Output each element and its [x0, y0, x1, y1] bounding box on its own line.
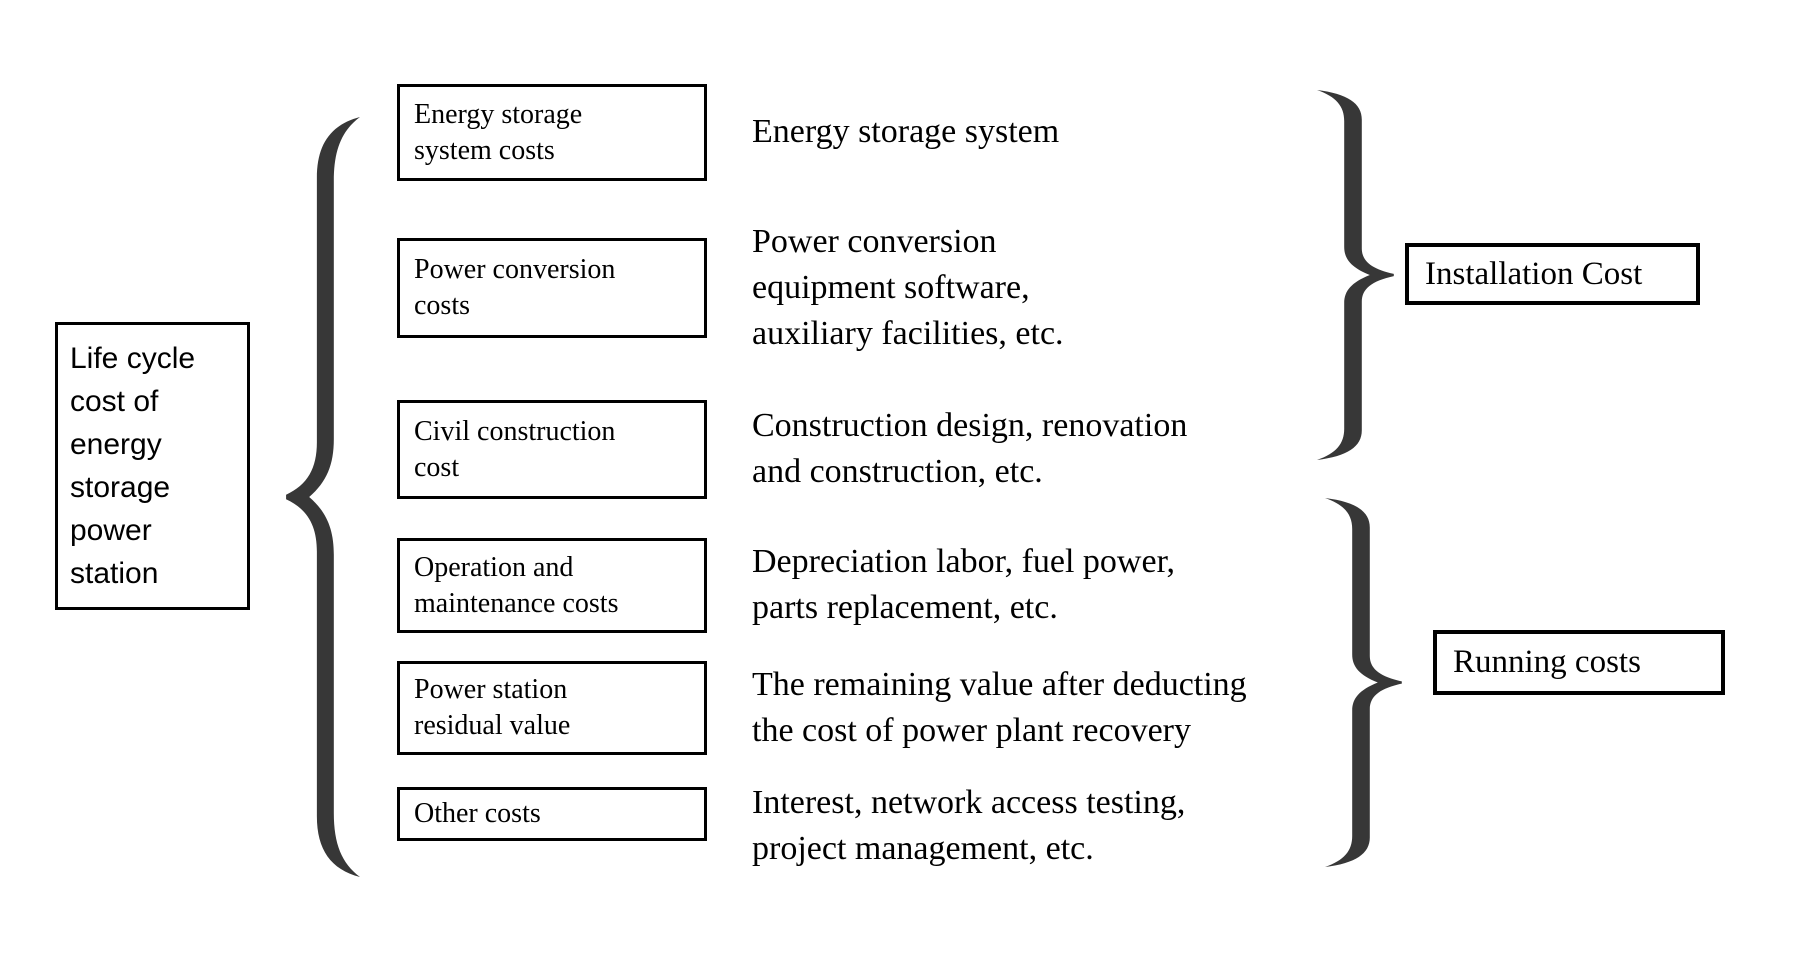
installation-cost-label: Installation Cost — [1425, 255, 1643, 292]
cost-item-description-other-costs: Interest, network access testing, projec… — [752, 784, 1186, 867]
cost-item-box-civil-construction: Civil construction cost — [397, 400, 707, 499]
left-brace-icon — [286, 117, 360, 877]
cost-item-box-operation-maintenance: Operation and maintenance costs — [397, 538, 707, 633]
cost-item-description-energy-storage-system: Energy storage system — [752, 113, 1060, 150]
running-costs-label: Running costs — [1453, 644, 1641, 680]
cost-item-description-residual-value: The remaining value after deducting the … — [752, 666, 1247, 749]
installation-cost-brace-icon — [1317, 90, 1394, 460]
cost-item-description-power-conversion: Power conversion equipment software, aux… — [752, 223, 1064, 352]
cost-item-label: Energy storage system costs — [414, 98, 583, 166]
cost-item-box-power-conversion: Power conversion costs — [397, 238, 707, 338]
root-node-life-cycle-cost: Life cycle cost of energy storage power … — [55, 322, 250, 610]
installation-cost-box: Installation Cost — [1405, 243, 1700, 305]
cost-item-description-operation-maintenance: Depreciation labor, fuel power, parts re… — [752, 543, 1176, 626]
cost-item-box-energy-storage-system: Energy storage system costs — [397, 84, 707, 181]
cost-item-label: Power station residual value — [414, 674, 571, 741]
cost-item-box-other-costs: Other costs — [397, 787, 707, 841]
running-costs-brace-icon — [1325, 498, 1402, 867]
cost-item-description-civil-construction: Construction design, renovation and cons… — [752, 407, 1188, 490]
cost-item-label: Operation and maintenance costs — [414, 551, 619, 619]
cost-item-label: Power conversion costs — [414, 254, 616, 321]
cost-item-label: Other costs — [414, 798, 541, 829]
cost-item-label: Civil construction cost — [414, 415, 616, 483]
running-costs-box: Running costs — [1433, 630, 1725, 695]
cost-item-box-residual-value: Power station residual value — [397, 661, 707, 755]
root-node-label: Life cycle cost of energy storage power … — [70, 342, 196, 590]
